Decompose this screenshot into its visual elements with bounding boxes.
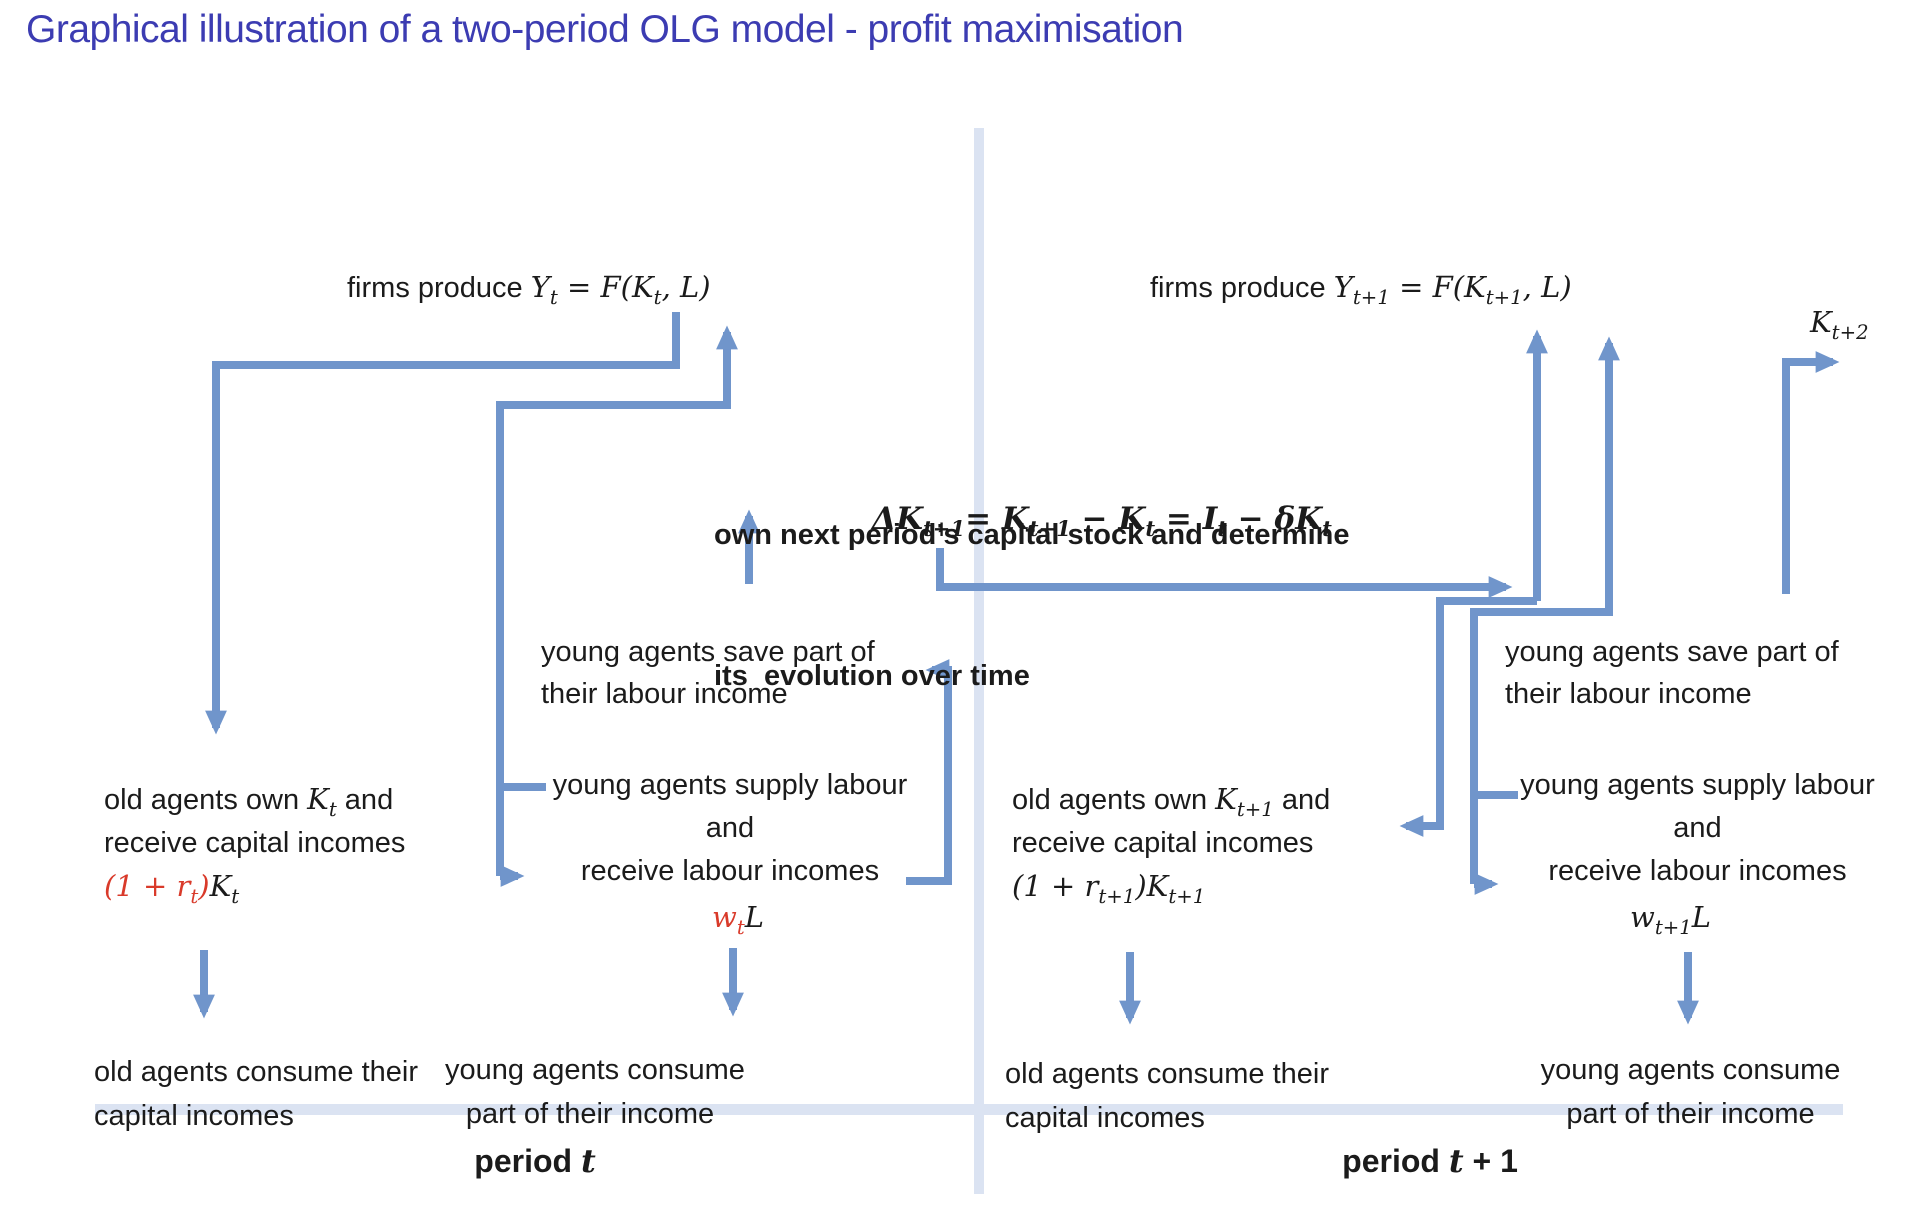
old-own-t1-line3: (1 + rt+1)Kt+1 (1012, 868, 1206, 908)
young-supply-t1-line3: receive labour incomes (1548, 854, 1847, 887)
old-agents-own-t: old agents own Kt and receive capital in… (104, 778, 405, 909)
capital-accumulation-equation: ΔKt+1= Kt+1 − Kt = It − δKt (872, 501, 1332, 542)
old-own-t1-line2: receive capital incomes (1012, 826, 1314, 859)
young-consume-t1-line2: part of their income (1566, 1098, 1815, 1131)
own-capital-line1: own next period’s capital stock and dete… (714, 518, 1350, 551)
young-supply-t-line1: young agents supply labour (552, 769, 908, 801)
young-consume-t1-line1: young agents consume (1540, 1054, 1841, 1086)
young-agents-consume-t: young agents consume part of their incom… (445, 1048, 745, 1136)
wage-income-t1: wt+1L (1630, 900, 1712, 939)
young-consume-t-line1: young agents consume (445, 1054, 745, 1086)
young-agents-consume-t1: young agents consume part of their incom… (1523, 1048, 1858, 1136)
young-agents-supply-t1: young agents supply labour and receive l… (1500, 764, 1895, 893)
firms-produce-t1: firms produce Yt+1 = F(Kt+1, L) (1150, 270, 1572, 309)
young-agents-supply-t: young agents supply labour and receive l… (535, 764, 925, 893)
young-supply-t-line2: and (705, 811, 755, 844)
slide-title: Graphical illustration of a two-period O… (26, 8, 1184, 51)
young-save-t-line2: their labour income (541, 678, 788, 711)
wage-income-t: wtL (712, 900, 765, 939)
young-save-t1-line2: their labour income (1505, 678, 1752, 711)
young-save-t1-line1: young agents save part of (1505, 636, 1839, 668)
old-agents-consume-t: old agents consume their capital incomes (94, 1050, 418, 1138)
old-consume-t-line2: capital incomes (94, 1100, 294, 1133)
old-agents-own-t1: old agents own Kt+1 and receive capital … (1012, 778, 1330, 909)
old-consume-t1-line1: old agents consume their (1005, 1058, 1330, 1090)
old-own-t-line3: (1 + rt)Kt (104, 868, 240, 908)
period-t1-label: period t + 1 (1342, 1142, 1518, 1180)
young-supply-t-line3: receive labour incomes (580, 854, 880, 887)
old-consume-t-line1: old agents consume their (94, 1056, 419, 1088)
arrow-savings-to-Kt2 (1782, 351, 1840, 594)
old-own-t-line1: old agents own Kt and (104, 782, 394, 821)
young-consume-t-line2: part of their income (465, 1098, 715, 1131)
young-save-t-line1: young agents save part of (541, 636, 875, 668)
young-agents-save-t: young agents save part of their labour i… (541, 631, 875, 715)
young-supply-t1-line1: young agents supply labour (1520, 769, 1875, 801)
k-t2-label: Kt+2 (1810, 305, 1869, 344)
young-agents-save-t1: young agents save part of their labour i… (1505, 631, 1839, 715)
old-consume-t1-line2: capital incomes (1005, 1102, 1205, 1135)
bottom-axis-line (95, 1104, 1843, 1115)
own-capital-line2: its evolution over time (714, 659, 1030, 692)
firms-produce-t: firms produce Yt = F(Kt, L) (347, 270, 711, 309)
period-divider-line (974, 128, 984, 1194)
old-own-t-line2: receive capital incomes (104, 826, 406, 859)
old-agents-consume-t1: old agents consume their capital incomes (1005, 1052, 1329, 1140)
old-own-t1-line1: old agents own Kt+1 and (1012, 782, 1331, 821)
own-capital-stock-text: own next period’s capital stock and dete… (714, 418, 1349, 794)
young-supply-t1-line2: and (1673, 811, 1722, 844)
period-t-label: period t (474, 1142, 596, 1180)
